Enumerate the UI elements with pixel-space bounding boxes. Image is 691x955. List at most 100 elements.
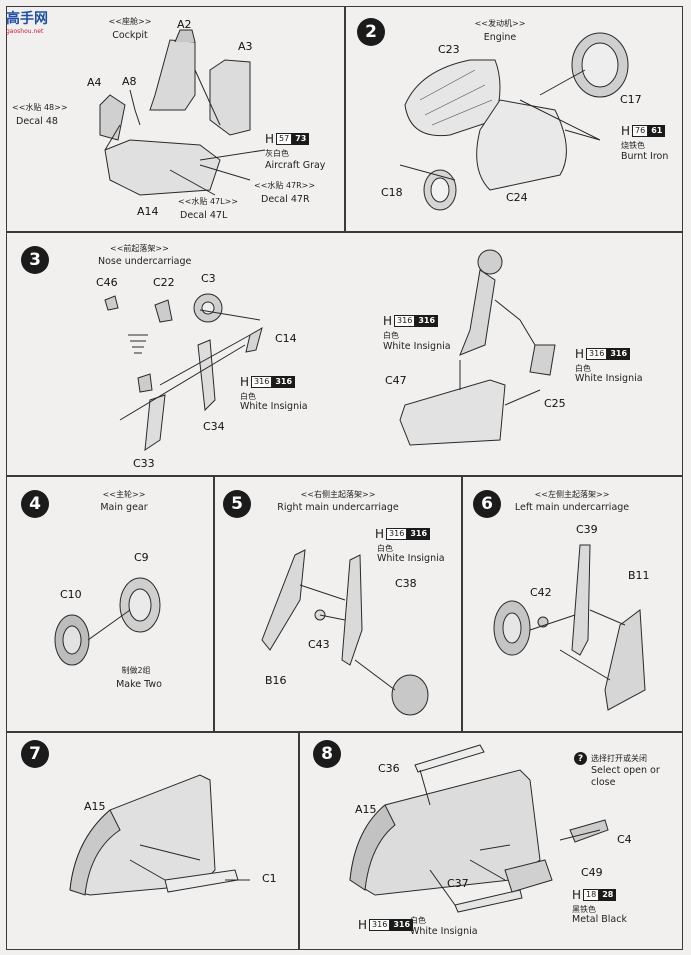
step7-panel: [6, 732, 299, 950]
part-c42: C42: [530, 586, 552, 599]
step6-title-cn: <<左侧主起落架>>: [534, 490, 610, 499]
left-main-gear-drawing: [493, 544, 646, 711]
step6-panel: [462, 476, 683, 732]
decal47l-en: Decal 47L: [180, 210, 228, 221]
make-two-en: Make Two: [116, 679, 162, 690]
decal48-en: Decal 48: [16, 116, 58, 127]
step2-number-badge: 2: [357, 18, 385, 46]
step6-number-badge: 6: [473, 490, 501, 518]
part-c18: C18: [381, 186, 403, 199]
part-a4: A4: [87, 76, 102, 89]
step4-title-en: Main gear: [100, 502, 148, 513]
right-main-gear-drawing: [261, 549, 429, 716]
part-a8: A8: [122, 75, 137, 88]
option-cn: 选择打开或关闭: [591, 754, 647, 763]
step5-title-en: Right main undercarriage: [277, 502, 399, 513]
step3-title-en: Nose undercarriage: [98, 256, 192, 267]
step5-panel: [214, 476, 462, 732]
step3-paint-c-cn: 白色: [575, 364, 591, 373]
part-c4: C4: [617, 833, 632, 846]
step7-number-badge: 7: [21, 740, 49, 768]
part-c25: C25: [544, 397, 566, 410]
part-b16: B16: [265, 674, 287, 687]
part-c39: C39: [576, 523, 598, 536]
part-c49: C49: [581, 866, 603, 879]
step1-title-en: Cockpit: [112, 30, 148, 41]
decal48-cn: <<水贴 48>>: [12, 103, 68, 112]
part-c36: C36: [378, 762, 400, 775]
step8-panel: [299, 732, 683, 950]
decal47r-en: Decal 47R: [261, 194, 310, 205]
step8-paint-a-en: Metal Black: [572, 914, 627, 925]
step8-number-badge: 8: [313, 740, 341, 768]
part-c33: C33: [133, 457, 155, 470]
watermark-url: gaoshou.net: [6, 28, 44, 35]
step4-title-cn: <<主轮>>: [102, 490, 146, 499]
part-c3: C3: [201, 272, 216, 285]
cockpit-drawing: [99, 29, 266, 196]
step3-paint-b-cn: 白色: [383, 331, 399, 340]
nose-gear-drawing: [104, 249, 556, 452]
step4-panel: [6, 476, 214, 732]
step3-title-cn: <<前起落架>>: [110, 244, 169, 253]
decal47l-cn: <<水贴 47L>>: [178, 197, 238, 206]
part-c24: C24: [506, 191, 528, 204]
part-c17: C17: [620, 93, 642, 106]
option-en-line1: Select open or: [591, 765, 660, 776]
step8-paint-b-cn: 白色: [410, 916, 426, 925]
step2-title-en: Engine: [483, 32, 517, 43]
watermark-logo: 高手网: [6, 11, 48, 27]
part-b11: B11: [628, 569, 650, 582]
part-c34: C34: [203, 420, 225, 433]
step1-paint-en: Aircraft Gray: [265, 160, 326, 171]
step5-title-cn: <<右侧主起落架>>: [300, 490, 376, 499]
main-gear-drawing: [54, 577, 161, 666]
part-c38: C38: [395, 577, 417, 590]
part-a14: A14: [137, 205, 159, 218]
step1-panel: [6, 6, 345, 232]
part-c10: C10: [60, 588, 82, 601]
part-a15-step8: A15: [355, 803, 377, 816]
step3-paint-a-cn: 白色: [240, 392, 256, 401]
step2-panel: [345, 6, 683, 232]
step2-paint-cn: 烧铁色: [621, 141, 645, 150]
step3-number-badge: 3: [21, 246, 49, 274]
question-icon: ?: [574, 752, 587, 765]
step6-title-en: Left main undercarriage: [514, 502, 630, 513]
part-c43: C43: [308, 638, 330, 651]
part-c46: C46: [96, 276, 118, 289]
step3-paint-a-en: White Insignia: [240, 401, 308, 412]
part-c1: C1: [262, 872, 277, 885]
make-two-cn: 制做2组: [121, 666, 151, 675]
engine-drawing: [399, 32, 629, 211]
option-en-line2: close: [591, 777, 616, 788]
step8-fuselage-drawing: [349, 744, 609, 913]
part-a2: A2: [177, 18, 192, 31]
part-c47: C47: [385, 374, 407, 387]
step2-title-cn: <<发动机>>: [474, 19, 526, 28]
step8-paint-b-en: White Insignia: [410, 926, 478, 937]
step2-paint-en: Burnt Iron: [621, 151, 669, 162]
step8-paint-a-cn: 黑铁色: [572, 905, 596, 914]
step5-paint-en: White Insignia: [377, 553, 445, 564]
step1-title-cn: <<座舱>>: [108, 17, 152, 26]
step4-number-badge: 4: [21, 490, 49, 518]
step1-paint-cn: 灰白色: [265, 149, 289, 158]
part-a15-step7: A15: [84, 800, 106, 813]
step3-panel: [6, 232, 683, 476]
decal47r-cn: <<水贴 47R>>: [254, 181, 316, 190]
part-c14: C14: [275, 332, 297, 345]
part-c9: C9: [134, 551, 149, 564]
part-c23: C23: [438, 43, 460, 56]
step5-paint-cn: 白色: [377, 544, 393, 553]
step5-number-badge: 5: [223, 490, 251, 518]
step7-fuselage-drawing: [69, 774, 250, 896]
